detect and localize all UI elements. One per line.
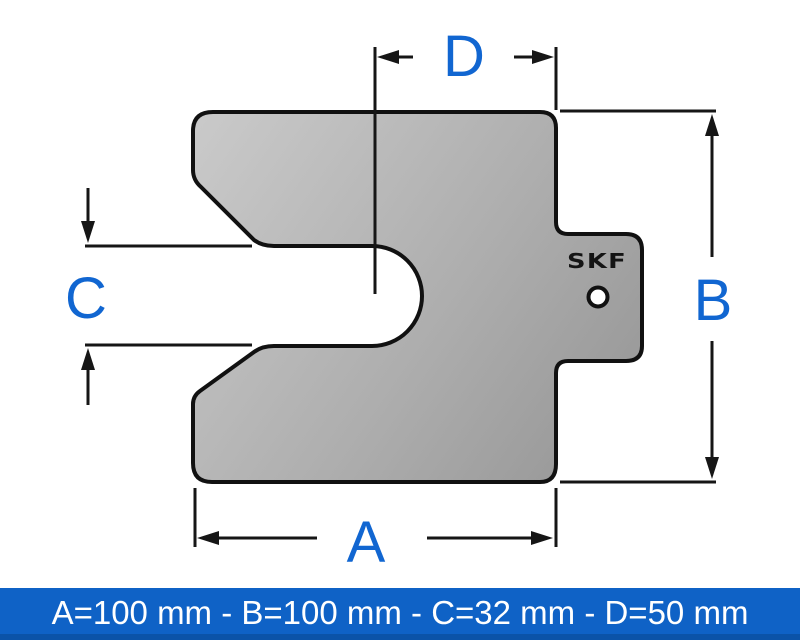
skf-logo: SKF: [567, 249, 627, 273]
label-c: C: [65, 266, 107, 331]
arrowhead-down-icon: [705, 457, 719, 479]
dimension-d: D: [373, 24, 558, 294]
arrowhead-left-icon: [377, 50, 399, 64]
spec-text: A=100 mm - B=100 mm - C=32 mm - D=50 mm: [51, 593, 749, 631]
dimension-c: C: [65, 188, 252, 405]
dimension-a: A: [193, 488, 558, 575]
dimension-b: B: [560, 109, 733, 484]
shim-shape: [191, 110, 644, 484]
label-d: D: [443, 24, 485, 89]
label-a: A: [347, 510, 386, 575]
label-b: B: [694, 268, 733, 333]
arrowhead-up-icon: [705, 114, 719, 136]
arrowhead-right-icon: [531, 531, 553, 545]
shim-technical-drawing: SKF D B: [65, 24, 733, 575]
arrowhead-up-icon: [81, 348, 95, 370]
drawing-canvas: SKF D B: [65, 24, 733, 575]
arrowhead-right-icon: [532, 50, 554, 64]
tab-hole: [586, 285, 610, 309]
arrowhead-down-icon: [81, 221, 95, 243]
spec-bar: A=100 mm - B=100 mm - C=32 mm - D=50 mm: [0, 588, 800, 640]
arrowhead-left-icon: [197, 531, 219, 545]
